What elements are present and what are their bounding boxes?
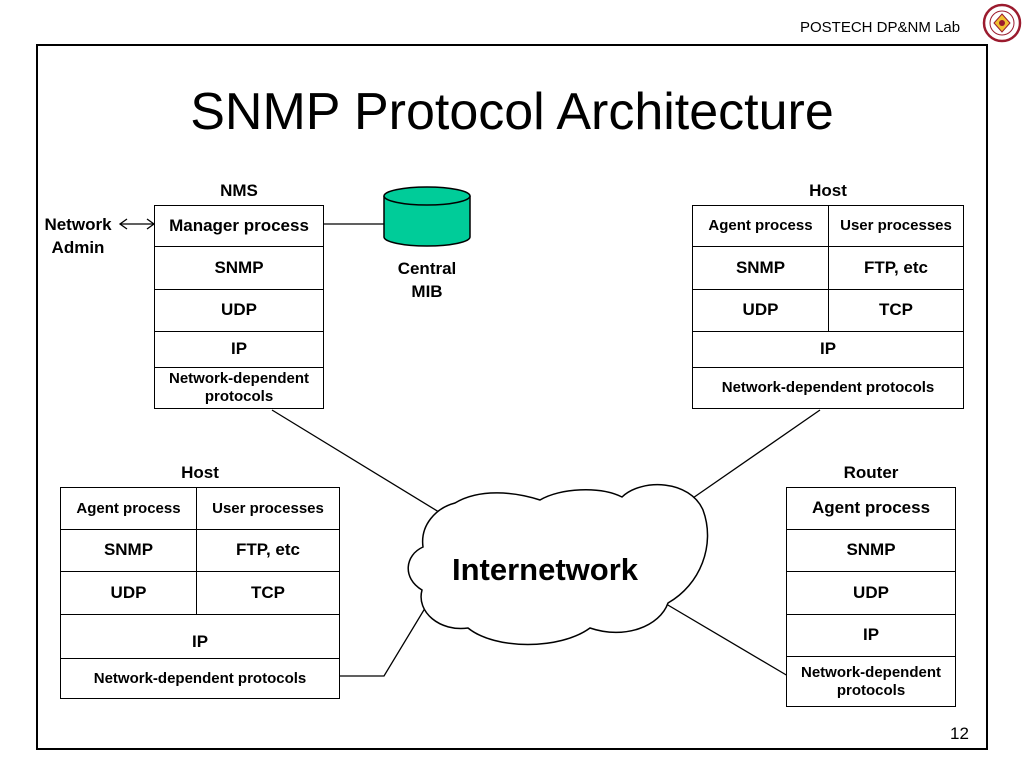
- router-label: Router: [843, 463, 899, 482]
- host-top-udp-layer: UDP: [692, 289, 829, 332]
- university-seal-icon: [982, 3, 1022, 43]
- cloud-icon: [407, 484, 709, 646]
- central-mib-label: Central MIB: [397, 259, 457, 301]
- host-top-ftp-layer: FTP, etc: [828, 246, 964, 290]
- nms-label: NMS: [220, 181, 258, 200]
- database-icon: [383, 186, 471, 247]
- router-snmp-layer: SNMP: [786, 529, 956, 572]
- host-bottom-user-processes: User processes: [196, 487, 340, 530]
- router-agent-process: Agent process: [786, 487, 956, 530]
- host-top-tcp-layer: TCP: [828, 289, 964, 332]
- host-top-link-line: [689, 409, 821, 501]
- slide-title: SNMP Protocol Architecture: [190, 83, 834, 141]
- nms-udp-layer: UDP: [154, 289, 324, 332]
- host-top-agent-process: Agent process: [692, 205, 829, 247]
- host-bottom-udp-layer: UDP: [60, 571, 197, 615]
- host-bottom-snmp-layer: SNMP: [60, 529, 197, 572]
- host-bottom-ip-layer: IP: [60, 614, 340, 659]
- host-bottom-ftp-layer: FTP, etc: [196, 529, 340, 572]
- network-admin-label: Network Admin: [44, 215, 112, 257]
- page-number: 12: [950, 724, 969, 743]
- router-link-line: [655, 597, 789, 677]
- router-network-dependent-layer: Network-dependent protocols: [786, 656, 956, 707]
- host-top-ip-layer: IP: [692, 331, 964, 368]
- slide-frame: [36, 44, 988, 750]
- host-bottom-link-line: [340, 589, 437, 677]
- nms-snmp-layer: SNMP: [154, 246, 324, 290]
- host-bottom-tcp-layer: TCP: [196, 571, 340, 615]
- nms-manager-process: Manager process: [154, 205, 324, 247]
- router-ip-layer: IP: [786, 614, 956, 657]
- router-udp-layer: UDP: [786, 571, 956, 615]
- lab-name: POSTECH DP&NM Lab: [800, 19, 961, 36]
- host-bottom-agent-process: Agent process: [60, 487, 197, 530]
- host-top-network-dependent-layer: Network-dependent protocols: [692, 367, 964, 409]
- host-top-label: Host: [809, 181, 847, 200]
- host-top-snmp-layer: SNMP: [692, 246, 829, 290]
- host-bottom-network-dependent-layer: Network-dependent protocols: [60, 658, 340, 699]
- nms-link-line: [271, 409, 453, 521]
- host-top-user-processes: User processes: [828, 205, 964, 247]
- internetwork-label: Internetwork: [451, 552, 639, 587]
- host-bottom-label: Host: [181, 463, 219, 482]
- nms-network-dependent-layer: Network-dependent protocols: [154, 367, 324, 409]
- nms-ip-layer: IP: [154, 331, 324, 368]
